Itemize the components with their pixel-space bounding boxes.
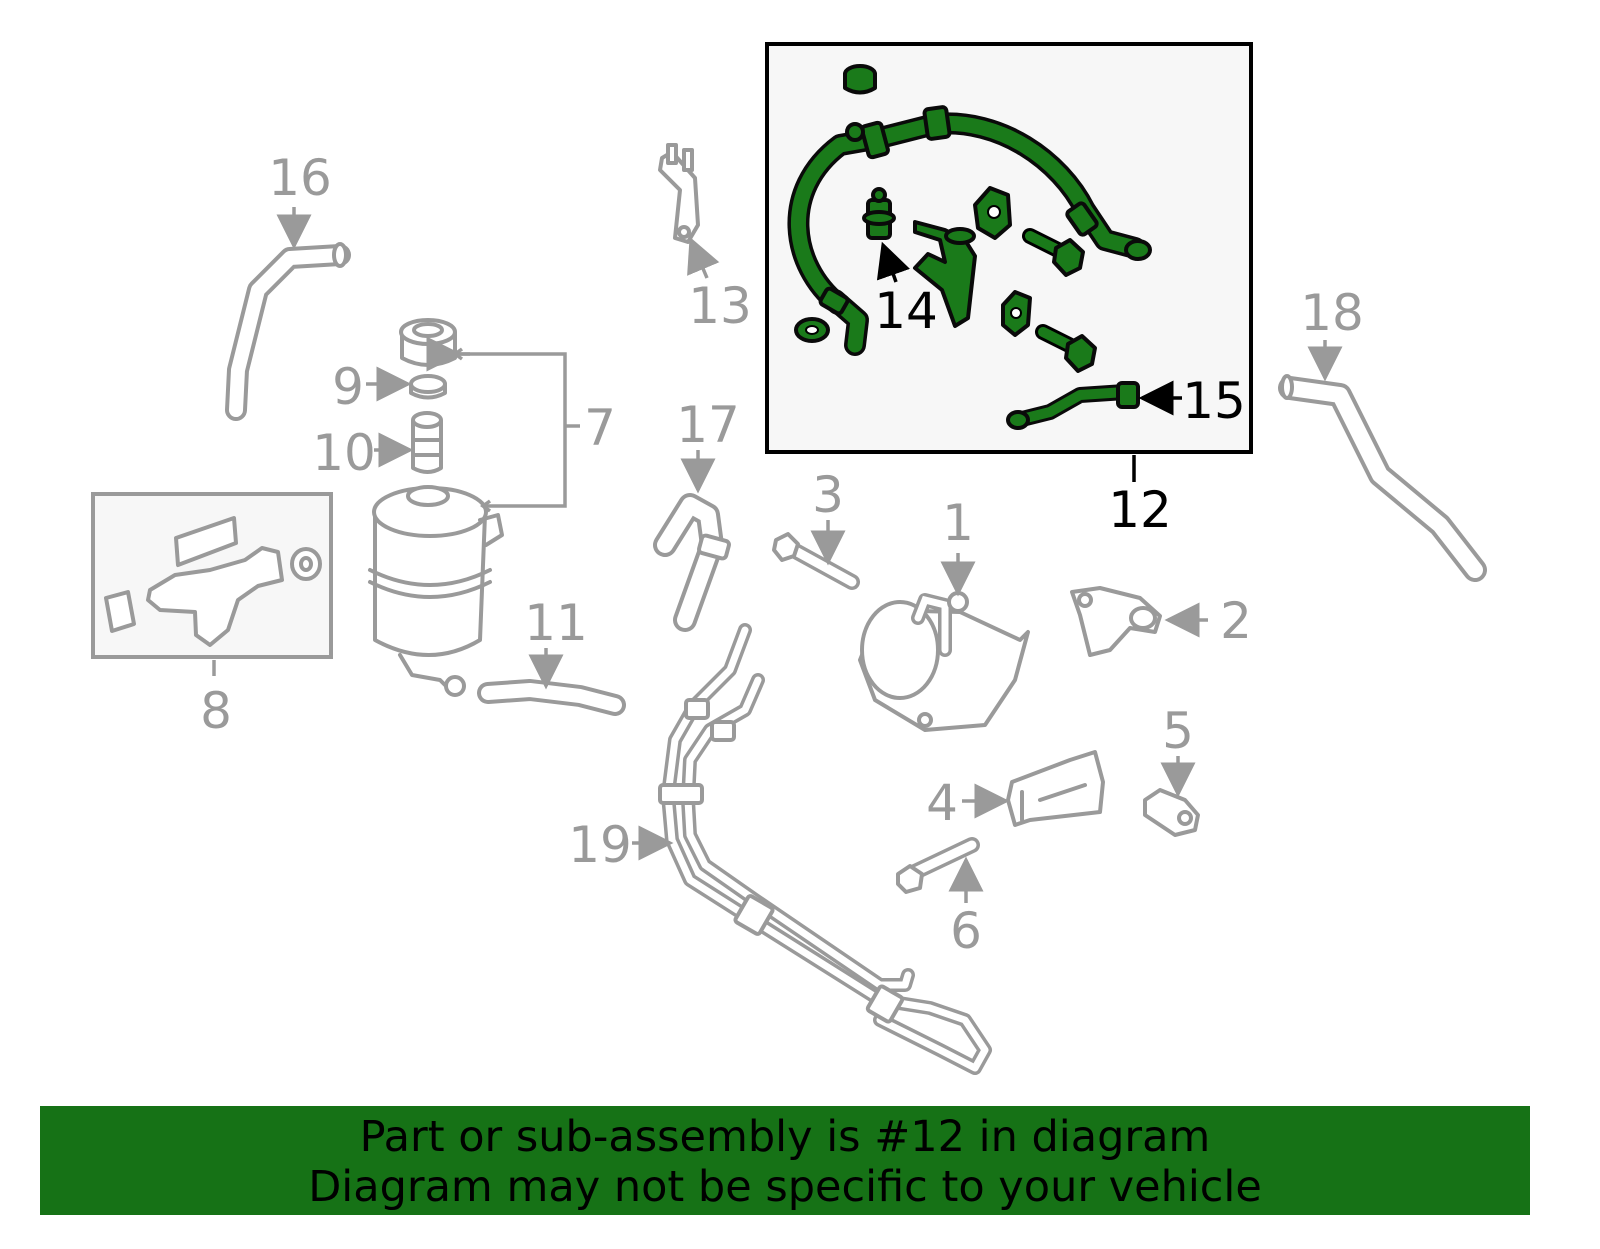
callout-9: 9 [332, 358, 364, 416]
part-12-cap [843, 64, 877, 95]
callout-5: 5 [1162, 702, 1194, 760]
part-16-hose[interactable] [225, 242, 351, 421]
part-4-bracket[interactable] [1006, 750, 1105, 827]
part-19-pipe-assembly[interactable] [658, 623, 992, 1075]
part-1-pump[interactable] [858, 591, 1030, 732]
part-8-assembly-box[interactable] [91, 492, 333, 676]
callout-13: 13 [688, 277, 752, 335]
part-15-pipe [1006, 381, 1140, 430]
callout-8: 8 [200, 682, 232, 740]
callout-15: 15 [1182, 372, 1246, 430]
callout-3: 3 [812, 466, 844, 524]
callout-4: 4 [926, 774, 958, 832]
banner-line-2: Diagram may not be specific to your vehi… [308, 1162, 1262, 1212]
callout-7: 7 [584, 399, 616, 457]
callout-6: 6 [950, 902, 982, 960]
part-11-hose[interactable] [477, 679, 626, 716]
part-12-clamp-upper [973, 186, 1012, 240]
callout-17: 17 [676, 396, 740, 454]
part-7-bracket-line [458, 352, 567, 508]
part-12-bracket [913, 220, 977, 328]
part-2-bracket[interactable] [1070, 586, 1162, 657]
callout-12: 12 [1108, 481, 1172, 539]
part-10-filter[interactable] [411, 411, 443, 474]
part-12-assembly-box[interactable] [765, 42, 1253, 454]
callout-14: 14 [874, 282, 938, 340]
part-12-clamp-lower [1001, 290, 1032, 337]
callout-18: 18 [1300, 284, 1364, 342]
callout-10: 10 [312, 424, 376, 482]
callout-1: 1 [942, 494, 974, 552]
part-5-sensor[interactable] [1143, 788, 1200, 837]
part-13-bracket[interactable] [658, 143, 700, 244]
part-18-hose[interactable] [1278, 374, 1487, 582]
callout-2: 2 [1220, 592, 1252, 650]
part-12-main-hose [787, 105, 1152, 356]
banner-line-1: Part or sub-assembly is #12 in diagram [359, 1112, 1211, 1162]
part-6-bolt[interactable] [896, 837, 980, 894]
part-7-reservoir[interactable] [368, 318, 504, 697]
callout-16: 16 [268, 149, 332, 207]
info-banner: Part or sub-assembly is #12 in diagram D… [40, 1106, 1530, 1215]
part-14-valve [862, 187, 896, 240]
part-9-seal[interactable] [409, 374, 447, 400]
part-3-bolt[interactable] [772, 532, 860, 590]
part-12-bolt-upper [1022, 228, 1085, 277]
callout-11: 11 [524, 594, 588, 652]
part-17-hose[interactable] [653, 493, 731, 632]
part-12-bolt-lower [1035, 324, 1097, 373]
callout-19: 19 [568, 816, 632, 874]
